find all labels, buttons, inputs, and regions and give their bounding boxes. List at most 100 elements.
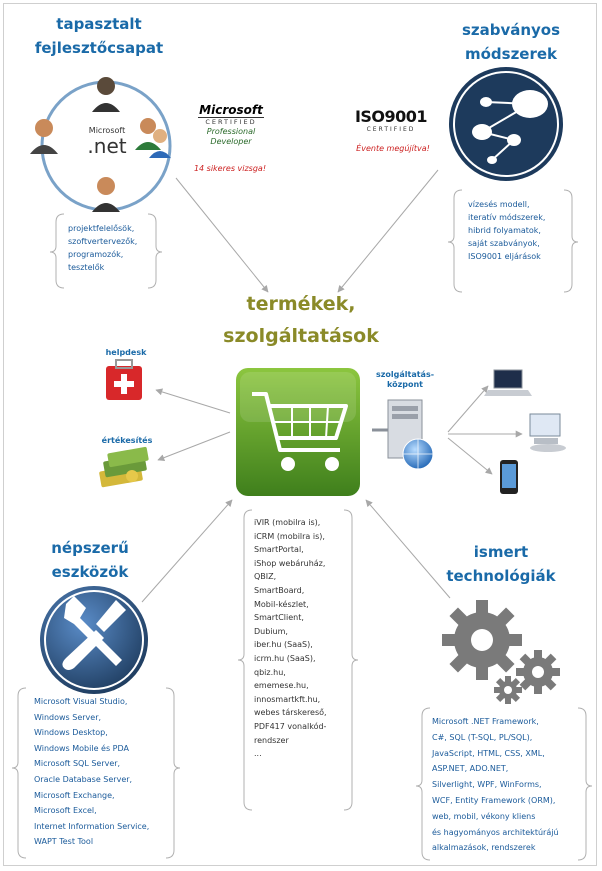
arrow-methods-to-products bbox=[337, 169, 439, 293]
heading-products-line2: szolgáltatások bbox=[223, 325, 379, 347]
heading-products-line1: termékek, bbox=[246, 293, 356, 315]
list-item: Windows Desktop, bbox=[34, 728, 108, 738]
list-item: QBIZ, bbox=[254, 572, 277, 582]
list-item: iber.hu (SaaS), bbox=[254, 640, 313, 650]
list-item: alkalmazások, rendszerek bbox=[432, 843, 536, 853]
list-item: iCRM (mobilra is), bbox=[254, 531, 325, 541]
list-item: ISO9001 eljárások bbox=[468, 252, 541, 261]
list-item: programozók, bbox=[68, 250, 124, 259]
network-diagram-icon bbox=[449, 67, 563, 181]
list-item: ememese.hu, bbox=[254, 681, 309, 691]
sales-label: értékesítés bbox=[101, 436, 153, 445]
person-icon bbox=[30, 119, 58, 154]
heading-team-line2: fejlesztőcsapat bbox=[34, 39, 164, 57]
list-item: Silverlight, WPF, WinForms, bbox=[432, 780, 542, 790]
list-item: Microsoft Excel, bbox=[34, 806, 97, 816]
list-item: JavaScript, HTML, CSS, XML, bbox=[432, 748, 545, 758]
list-item: Microsoft Visual Studio, bbox=[34, 697, 128, 706]
list-item: szoftvertervezők, bbox=[68, 237, 138, 246]
server-globe-icon bbox=[372, 399, 434, 470]
list-item: tesztelők bbox=[68, 263, 105, 272]
list-item: és hagyományos architektúrájú bbox=[432, 827, 559, 837]
ms-cert-note: 14 sikeres vizsga! bbox=[193, 164, 267, 173]
list-item: vízesés modell, bbox=[468, 200, 530, 209]
list-item: qbiz.hu, bbox=[254, 667, 286, 677]
list-item: PDF417 vonalkód- bbox=[254, 721, 327, 731]
laptop-icon bbox=[484, 369, 532, 396]
ms-certified-logo: Microsoft CERTIFIED Professional Develop… bbox=[186, 104, 276, 147]
ms-cert-title-line1: Professional bbox=[206, 127, 256, 136]
list-item: rendszer bbox=[254, 735, 289, 745]
list-item: Microsoft SQL Server, bbox=[34, 759, 121, 769]
dotnet-logo-vendor: Microsoft bbox=[88, 126, 126, 135]
team-roles-list: projektfelelősök, szoftvertervezők, prog… bbox=[68, 222, 158, 274]
heading-methods-line2: módszerek bbox=[464, 45, 558, 63]
list-item: saját szabványok, bbox=[468, 239, 540, 248]
heading-methods: szabványos módszerek bbox=[446, 18, 576, 66]
heading-technologies: ismert technológiák bbox=[436, 540, 566, 588]
helpdesk-label: helpdesk bbox=[105, 348, 147, 357]
heading-technologies-line2: technológiák bbox=[446, 567, 556, 585]
list-item: Mobil-készlet, bbox=[254, 599, 309, 609]
list-item: hibrid folyamatok, bbox=[468, 226, 541, 235]
arrow-cart-to-helpdesk bbox=[155, 388, 231, 414]
technologies-list: Microsoft .NET Framework, C#, SQL (T-SQL… bbox=[432, 714, 582, 856]
list-item: WCF, Entity Framework (ORM), bbox=[432, 795, 556, 805]
list-item: innosmartkft.hu, bbox=[254, 694, 321, 704]
list-item: iVIR (mobilra is), bbox=[254, 518, 321, 527]
shopping-cart-icon bbox=[236, 368, 360, 496]
heading-methods-line1: szabványos bbox=[461, 21, 561, 39]
list-item: SmartClient, bbox=[254, 613, 304, 623]
heading-team-line1: tapasztalt bbox=[56, 15, 142, 33]
arrow-tech-to-cart bbox=[365, 499, 451, 599]
dotnet-logo-icon: Microsoft .net bbox=[78, 126, 136, 156]
list-item: iShop webáruház, bbox=[254, 558, 326, 568]
money-stack-icon bbox=[99, 446, 149, 488]
list-item: webes társkereső, bbox=[254, 708, 327, 718]
list-item: SmartPortal, bbox=[254, 545, 304, 555]
list-item: iteratív módszerek, bbox=[468, 213, 546, 222]
ms-cert-title-line2: Developer bbox=[210, 137, 252, 146]
desktop-icon bbox=[529, 413, 566, 452]
team-circle bbox=[30, 77, 172, 212]
dotnet-logo-product: .net bbox=[87, 134, 127, 158]
list-item: Microsoft .NET Framework, bbox=[432, 717, 539, 726]
list-item: ... bbox=[254, 749, 262, 759]
list-item: Windows Server, bbox=[34, 712, 102, 722]
service-center-line1: szolgáltatás- bbox=[375, 370, 435, 379]
arrow-cart-to-sales bbox=[157, 431, 231, 461]
heading-technologies-line1: ismert bbox=[473, 543, 529, 561]
tools-list: Microsoft Visual Studio, Windows Server,… bbox=[34, 694, 174, 850]
tech-bracket bbox=[415, 707, 593, 861]
service-center-label: szolgáltatás- központ bbox=[370, 370, 440, 390]
list-item: projektfelelősök, bbox=[68, 224, 135, 233]
heading-tools-line2: eszközök bbox=[51, 563, 129, 581]
list-item: WAPT Test Tool bbox=[34, 837, 94, 847]
tools-bracket bbox=[11, 687, 181, 859]
heading-tools-line1: népszerű bbox=[51, 539, 129, 557]
list-item: Dubium, bbox=[254, 626, 288, 636]
gears-icon bbox=[442, 600, 560, 704]
tools-wrench-screwdriver-icon bbox=[40, 586, 148, 694]
list-item: SmartBoard, bbox=[254, 585, 305, 595]
list-item: Microsoft Exchange, bbox=[34, 790, 115, 800]
heading-products: termékek, szolgáltatások bbox=[206, 288, 396, 352]
list-item: ASP.NET, ADO.NET, bbox=[432, 764, 509, 774]
list-item: C#, SQL (T-SQL, PL/SQL), bbox=[432, 732, 533, 742]
person-icon bbox=[135, 118, 171, 158]
smartphone-icon bbox=[500, 460, 518, 494]
methods-bracket bbox=[447, 189, 579, 293]
iso-logo-text: ISO9001 bbox=[354, 107, 428, 126]
iso9001-logo: ISO9001 CERTIFIED bbox=[346, 108, 436, 134]
list-item: web, mobil, vékony kliens bbox=[432, 811, 536, 821]
person-icon bbox=[92, 177, 120, 212]
list-item: Internet Information Service, bbox=[34, 821, 150, 831]
iso-certified: CERTIFIED bbox=[366, 126, 416, 133]
service-center-line2: központ bbox=[387, 380, 423, 389]
arrow-team-to-products bbox=[175, 177, 269, 293]
list-item: icrm.hu (SaaS), bbox=[254, 653, 316, 663]
team-roles-bracket bbox=[49, 213, 163, 289]
ms-cert-certified: CERTIFIED bbox=[198, 117, 264, 127]
list-item: Windows Mobile és PDA bbox=[34, 743, 129, 753]
